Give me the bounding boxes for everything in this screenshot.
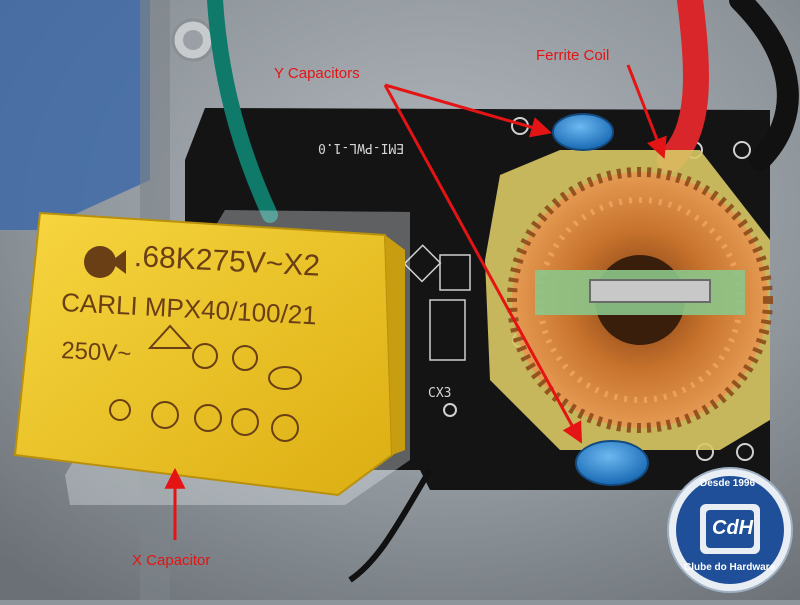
y-capacitor-bottom [575, 440, 649, 486]
label-y-capacitors: Y Capacitors [274, 65, 360, 82]
chassis-blue-panel [0, 0, 150, 230]
logo-name-text: Clube do Hardware [684, 562, 776, 573]
arrow-ferrite-coil [626, 64, 667, 159]
lead-wire [348, 468, 433, 583]
red-wire [657, 0, 709, 173]
pcb-ref-cx3: CX3 [428, 386, 452, 401]
label-ferrite-coil: Ferrite Coil [536, 47, 610, 64]
capacitor-voltage-text: 250V~ [60, 337, 132, 368]
pcb-board-name: EMI-PWL-1.0 [318, 140, 405, 155]
y-capacitor-top [552, 113, 614, 151]
arrow-y-cap-bottom [383, 84, 583, 444]
label-x-capacitor: X Capacitor [132, 552, 211, 569]
logo-badge-text: CdH [712, 517, 754, 539]
pcb-silk-outlines [403, 244, 471, 361]
clube-do-hardware-logo: Desde 1996 CdH Clube do Hardware [666, 466, 794, 594]
screw [171, 18, 215, 62]
arrow-y-cap-top [384, 83, 553, 138]
green-wire [207, 0, 278, 223]
logo-since-text: Desde 1996 [700, 478, 756, 489]
x-capacitor-body [13, 211, 405, 497]
annotation-arrows [164, 64, 667, 540]
black-wire [729, 0, 799, 171]
ferrite-coil [485, 150, 773, 450]
